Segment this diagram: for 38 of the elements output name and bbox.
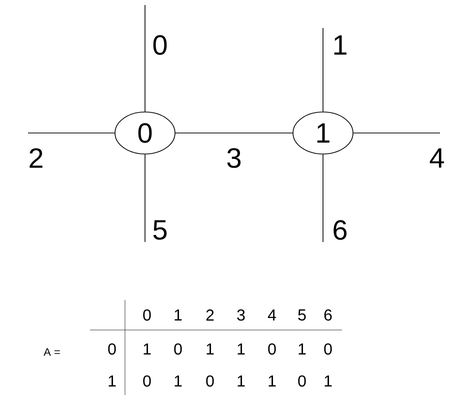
- table-cell: 1: [238, 343, 245, 354]
- header-cell: 5: [298, 309, 306, 321]
- line: [175, 132, 293, 134]
- edge-label: 2: [30, 148, 42, 168]
- line: [322, 28, 324, 112]
- header-cell: 2: [206, 309, 214, 321]
- matrix-label: A =: [44, 348, 60, 356]
- line: [353, 132, 440, 134]
- table-cell: 1: [268, 375, 276, 386]
- table-cell: 0: [174, 343, 182, 355]
- line: [144, 154, 146, 242]
- table-cell: 1: [206, 343, 214, 354]
- table-cell: 1: [238, 375, 245, 386]
- edge-label: 1: [334, 35, 346, 55]
- table-cell: 0: [324, 343, 332, 355]
- edge-label: 5: [153, 220, 167, 240]
- header-cell: 4: [268, 309, 276, 320]
- table-cell: 1: [108, 375, 116, 386]
- table-cell: 0: [268, 343, 276, 355]
- table-cell: 0: [143, 375, 151, 387]
- edge-label: 3: [227, 148, 241, 168]
- edge-label: 6: [334, 220, 347, 240]
- line: [144, 4, 146, 112]
- table-cell: 0: [206, 375, 214, 387]
- header-cell: 6: [324, 309, 332, 321]
- line: [322, 154, 324, 242]
- table-cell: 1: [144, 343, 151, 354]
- edge-label: 4: [430, 148, 444, 168]
- header-cell: 1: [174, 309, 182, 320]
- edge-label: 0: [153, 35, 167, 55]
- header-cell: 0: [143, 309, 151, 321]
- table-cell: 0: [298, 375, 306, 387]
- table-cell: 1: [298, 343, 306, 354]
- line: [28, 132, 115, 134]
- table-cell: 0: [108, 343, 116, 355]
- header-cell: 3: [237, 309, 245, 321]
- table-cell: 1: [174, 375, 182, 386]
- table-cell: 1: [324, 375, 332, 386]
